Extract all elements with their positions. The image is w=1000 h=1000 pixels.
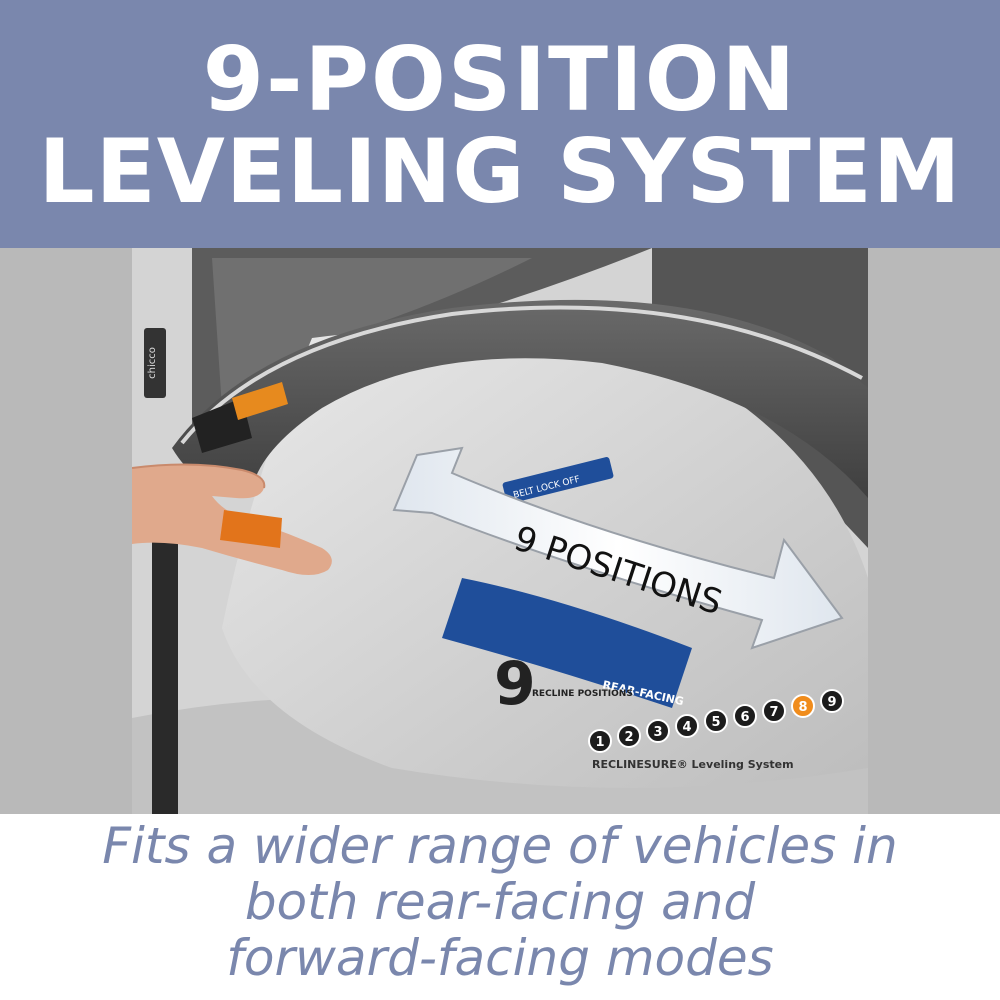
recline-handle: [220, 510, 282, 548]
recline-dial: 1 2 3 4 5 6 7 8 9: [588, 689, 844, 753]
dial-position-label: 9: [827, 695, 836, 710]
headline-line-1: 9-POSITION: [202, 28, 798, 131]
title-banner: 9-POSITION LEVELING SYSTEM: [0, 0, 1000, 248]
orange-clip: [232, 382, 288, 420]
caption-line-1: Fits a wider range of vehicles in: [102, 817, 898, 875]
dial-position-label: 1: [595, 735, 604, 750]
caption-line-3: forward-facing modes: [226, 929, 774, 987]
recline-badge-digit: 9: [494, 649, 536, 719]
dial-position-label: 3: [653, 725, 662, 740]
seat-belt-strap: [152, 508, 178, 814]
dial-position-8: [791, 694, 815, 718]
caption-line-2: both rear-facing and: [244, 873, 756, 931]
dial-position-label: 8: [798, 700, 807, 715]
info-label: [442, 578, 692, 708]
seat-shell: [222, 330, 868, 788]
brand-tag: [144, 328, 166, 398]
dial-position-label: 6: [740, 710, 749, 725]
headline-line-2: LEVELING SYSTEM: [38, 120, 962, 223]
caption: Fits a wider range of vehicles in both r…: [0, 818, 1000, 986]
dial-position-4: [675, 714, 699, 738]
dial-position-6: [733, 704, 757, 728]
dial-position-label: 7: [769, 705, 778, 720]
belt-lock-label: [502, 457, 614, 504]
dial-position-1: [588, 729, 612, 753]
dial-position-label: 5: [711, 715, 720, 730]
product-photo: chicco REAR-FACING BELT LOCK OFF 9 RECLI…: [132, 248, 868, 814]
recline-badge-text: RECLINE POSITIONS: [532, 689, 633, 699]
dial-position-3: [646, 719, 670, 743]
brand-tag-text: chicco: [147, 347, 158, 379]
armrest: [172, 299, 868, 498]
dial-position-9: [820, 689, 844, 713]
dial-position-7: [762, 699, 786, 723]
dial-caption: RECLINESURE® Leveling System: [592, 758, 794, 771]
dial-position-2: [617, 724, 641, 748]
dial-position-label: 2: [624, 730, 633, 745]
dial-position-5: [704, 709, 728, 733]
dial-position-label: 4: [682, 720, 691, 735]
car-seat-illustration: chicco REAR-FACING BELT LOCK OFF 9 RECLI…: [132, 248, 868, 814]
